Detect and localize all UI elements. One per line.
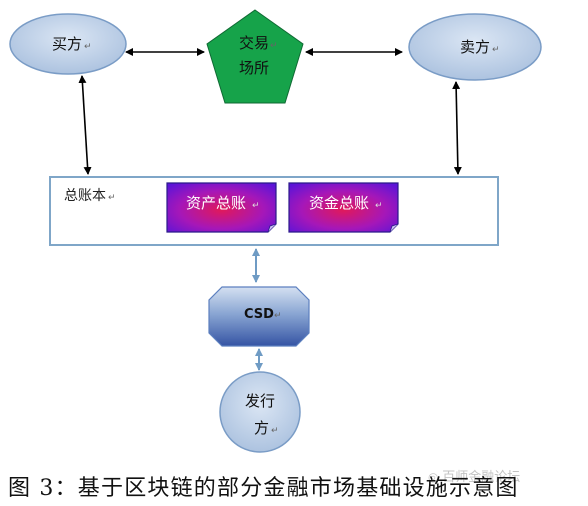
asset-ledger-note: 资产总账 ↵ bbox=[166, 182, 277, 233]
return-mark: ↵ bbox=[108, 193, 116, 203]
seller-label: 卖方 bbox=[460, 38, 490, 56]
return-mark: ↵ bbox=[84, 42, 92, 52]
figure-caption: 图 3：基于区块链的部分金融市场基础设施示意图 bbox=[8, 476, 519, 501]
seller-node: 卖方 ↵ bbox=[408, 13, 542, 81]
issuer-label-line2: 方 bbox=[254, 419, 269, 437]
buyer-ledger-arrow bbox=[78, 75, 92, 175]
issuer-label-line1: 发行 bbox=[245, 392, 275, 410]
return-mark: ↵ bbox=[492, 45, 500, 55]
return-mark: ↵ bbox=[375, 201, 383, 211]
exchange-label-line2: 场所 bbox=[239, 59, 269, 77]
wechat-icon: ◎ bbox=[428, 470, 443, 484]
issuer-node: 发行 方 ↵ bbox=[219, 371, 301, 453]
fund-ledger-label: 资金总账 bbox=[309, 194, 369, 212]
buyer-node: 买方 ↵ bbox=[9, 13, 127, 75]
asset-ledger-label: 资产总账 bbox=[186, 194, 246, 212]
exchange-node: 交易 ↵ 场所 bbox=[206, 9, 304, 104]
csd-node: CSD ↵ bbox=[208, 286, 310, 347]
csd-label: CSD bbox=[244, 307, 274, 322]
return-mark: ↵ bbox=[274, 311, 282, 321]
watermark: ◎ 百师金融论坛 bbox=[428, 466, 520, 485]
exchange-label-line1: 交易 bbox=[239, 34, 269, 52]
return-mark: ↵ bbox=[270, 41, 278, 51]
fund-ledger-note: 资金总账 ↵ bbox=[288, 182, 399, 233]
return-mark: ↵ bbox=[252, 201, 260, 211]
ledger-label: 总账本 bbox=[64, 188, 106, 204]
watermark-text: 百师金融论坛 bbox=[442, 470, 521, 485]
buyer-label: 买方 bbox=[52, 35, 82, 53]
return-mark: ↵ bbox=[271, 426, 279, 436]
seller-ledger-arrow bbox=[452, 81, 462, 175]
